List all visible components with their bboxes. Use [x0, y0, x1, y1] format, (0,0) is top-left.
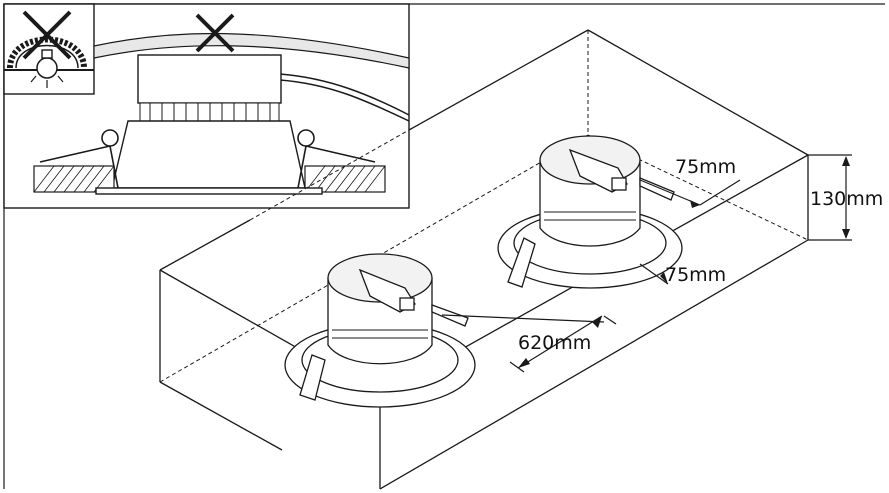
trim-ring — [95, 187, 323, 195]
spacing-label: 620mm — [518, 332, 592, 354]
power-cable — [279, 73, 410, 116]
side-clearance-top-label: 75mm — [675, 156, 737, 178]
insulation-layer — [93, 32, 410, 69]
dimension-lines — [441, 154, 852, 373]
spring-clips — [39, 129, 376, 189]
insulation-covered-lamp-prohibited-icon — [3, 3, 95, 95]
downlight-back — [497, 135, 683, 289]
cross-mark-icon — [195, 13, 235, 53]
inset-panel — [3, 3, 410, 209]
heat-sink — [139, 102, 280, 122]
downlight-front — [284, 253, 476, 408]
dimension-arrowheads — [518, 156, 850, 368]
luminaire-body — [111, 120, 306, 189]
driver-box — [137, 54, 282, 104]
height-clearance-label: 130mm — [810, 188, 884, 210]
side-clearance-bottom-label: 75mm — [665, 264, 727, 286]
